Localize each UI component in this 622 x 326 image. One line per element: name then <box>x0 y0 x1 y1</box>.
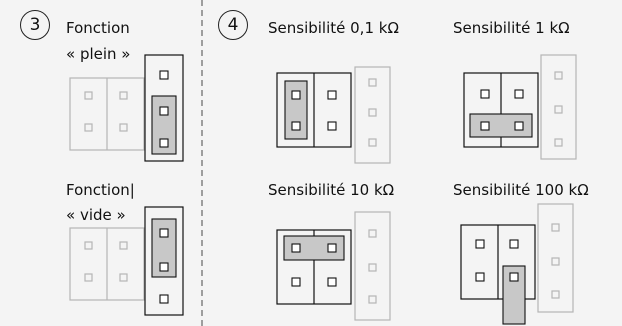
sensitivity-10-diagram <box>276 211 391 321</box>
s01-jumper <box>284 80 308 140</box>
full-function-label-line2: « plein » <box>66 45 131 63</box>
full-pin-header <box>144 54 184 162</box>
empty-pin-header <box>144 206 184 316</box>
s1-light-header <box>540 54 577 160</box>
empty-function-diagram <box>69 206 184 316</box>
s01-dark-connector <box>276 72 352 148</box>
s1-jumper <box>469 113 533 138</box>
step-4-badge: 4 <box>218 10 248 40</box>
s1-dark-connector <box>463 72 539 148</box>
sensitivity-100-label: Sensibilité 100 kΩ <box>453 181 589 199</box>
empty-function-label-line2: « vide » <box>66 206 126 224</box>
sensitivity-10-label: Sensibilité 10 kΩ <box>268 181 395 199</box>
full-function-diagram <box>69 54 184 162</box>
empty-light-connector <box>69 227 145 301</box>
full-light-connector <box>69 77 145 151</box>
s10-dark-connector <box>276 229 352 305</box>
s100-dark-connector <box>460 224 536 325</box>
s10-light-header <box>354 211 391 321</box>
s01-light-header <box>354 66 391 164</box>
sensitivity-1-label: Sensibilité 1 kΩ <box>453 19 570 37</box>
full-function-label-line1: Fonction <box>66 19 130 37</box>
s100-light-header <box>537 203 574 313</box>
sensitivity-100-diagram <box>460 203 574 325</box>
sensitivity-0-1-label: Sensibilité 0,1 kΩ <box>268 19 399 37</box>
sensitivity-1-diagram <box>463 54 577 160</box>
s100-jumper <box>502 265 526 325</box>
empty-function-label-line1: Fonction| <box>66 181 135 199</box>
step-3-badge: 3 <box>20 10 50 40</box>
sensitivity-0-1-diagram <box>276 66 391 164</box>
